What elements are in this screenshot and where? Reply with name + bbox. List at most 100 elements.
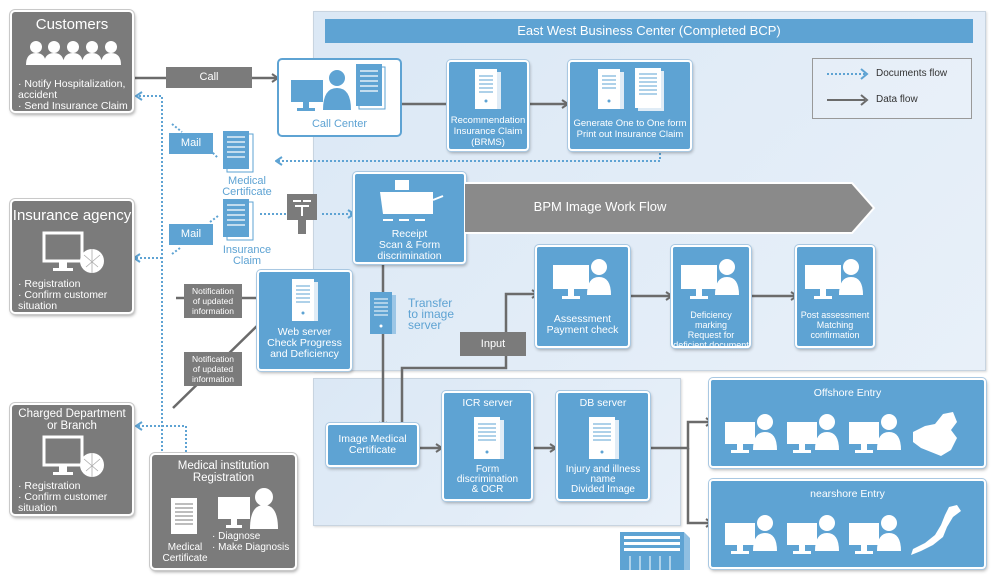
operator-icon xyxy=(552,259,611,299)
icr-line-1: Form xyxy=(475,464,500,475)
server-icon xyxy=(473,417,504,459)
building-icon xyxy=(620,532,690,570)
db-line-2: name xyxy=(590,474,616,485)
web-server-box[interactable]: Web server Check Progress and Deficiency xyxy=(257,270,352,371)
icr-server-box[interactable]: ICR server Form discrimination & OCR xyxy=(442,391,533,501)
receipt-scan-box[interactable]: Receipt Scan & Form discrimination xyxy=(353,172,466,264)
offshore-operators-icon xyxy=(725,412,957,456)
nearshore-entry-title: nearshore Entry xyxy=(810,488,885,500)
customers-box[interactable]: Customers · Notify Hospitalization, acci… xyxy=(10,10,134,113)
insurance-agency-bullet-2: · Confirm customer situation xyxy=(18,289,108,312)
server-icon xyxy=(475,69,501,109)
china-map-icon xyxy=(913,412,957,456)
generate-form-box[interactable]: Generate One to One form Print out Insur… xyxy=(568,60,692,151)
call-label: Call xyxy=(166,67,252,88)
medical-certificate-document-icon xyxy=(223,131,254,173)
assessment-line-1: Assessment xyxy=(553,313,612,325)
bpm-workflow-label: BPM Image Work Flow xyxy=(533,199,667,214)
post-assessment-line-2: Matching xyxy=(816,320,854,330)
charged-department-bullet-1: · Registration xyxy=(18,480,81,492)
icr-line-3: & OCR xyxy=(471,484,504,495)
image-medical-certificate-box[interactable]: Image Medical Certificate xyxy=(326,423,419,467)
customers-icon xyxy=(26,41,121,65)
db-server-title: DB server xyxy=(579,397,627,409)
server-icon xyxy=(291,279,318,321)
deficiency-line-3: deficient document xyxy=(673,340,749,350)
web-server-line-2: Check Progress xyxy=(267,337,342,349)
medical-institution-bullet-2: · Make Diagnosis xyxy=(212,542,290,553)
nearshore-operators-icon xyxy=(725,505,961,555)
recommendation-box[interactable]: Recommendation Insurance Claim (BRMS) xyxy=(447,60,529,151)
web-server-line-3: and Deficiency xyxy=(270,348,339,360)
image-medical-line-2: Certificate xyxy=(348,444,397,456)
post-assessment-box[interactable]: Post assessment Matching confirmation xyxy=(795,245,875,348)
web-server-line-1: Web server xyxy=(277,326,332,338)
recommendation-line-3: (BRMS) xyxy=(471,137,505,148)
legend-data-flow: Data flow xyxy=(876,94,918,105)
bpm-workflow-arrow xyxy=(464,182,876,234)
computer-globe-icon xyxy=(42,231,104,273)
image-medical-line-1: Image Medical xyxy=(338,433,407,445)
post-assessment-line-3: confirmation xyxy=(810,330,860,340)
mail-label-1: Mail xyxy=(169,133,213,154)
server-icon xyxy=(589,417,619,459)
insurance-agency-bullet-1: · Registration xyxy=(18,278,81,290)
assessment-line-2: Payment check xyxy=(546,324,619,336)
charged-department-bullet-2: · Confirm customer situation xyxy=(18,491,108,514)
operator-icon xyxy=(805,259,863,299)
post-assessment-line-1: Post assessment xyxy=(800,310,870,320)
recommendation-line-2: Insurance Claim xyxy=(453,126,523,137)
legend: Documents flow Data flow xyxy=(812,58,972,119)
japan-map-icon xyxy=(911,505,961,555)
call-center-label: Call Center xyxy=(311,118,368,130)
receipt-line-2: Scan & Form xyxy=(378,239,441,251)
medical-institution-bullet-1: · Diagnose xyxy=(212,531,261,542)
generate-line-2: Print out Insurance Claim xyxy=(576,129,684,140)
offshore-entry-box[interactable]: Offshore Entry xyxy=(709,378,986,468)
image-server-icon xyxy=(370,292,396,334)
operator-icon xyxy=(681,259,739,299)
legend-documents-flow: Documents flow xyxy=(876,68,948,79)
receipt-line-1: Receipt xyxy=(391,228,428,240)
db-line-1: Injury and illness xyxy=(565,464,641,475)
nearshore-entry-box[interactable]: nearshore Entry xyxy=(709,479,986,569)
insurance-agency-box[interactable]: Insurance agency · Registration · Confir… xyxy=(10,199,134,314)
insurance-claim-document-icon xyxy=(223,199,254,241)
call-center-box[interactable]: Call Center xyxy=(277,58,402,137)
customers-bullet-2: · Send Insurance Claim xyxy=(18,100,128,112)
deficiency-line-1: Deficiency marking xyxy=(690,310,732,330)
db-server-box[interactable]: DB server Injury and illness name Divide… xyxy=(556,391,650,501)
deficiency-line-2: Request for xyxy=(687,330,735,340)
scanner-icon xyxy=(379,180,443,221)
icr-line-2: discrimination xyxy=(456,474,519,485)
assessment-box[interactable]: Assessment Payment check xyxy=(535,245,630,348)
medical-certificate-document-icon xyxy=(171,498,197,534)
offshore-entry-title: Offshore Entry xyxy=(813,387,882,399)
business-center-title: East West Business Center (Completed BCP… xyxy=(325,19,973,43)
call-center-operator-icon xyxy=(291,70,351,111)
mail-label-2: Mail xyxy=(169,224,213,245)
deficiency-marking-box[interactable]: Deficiency marking Request for deficient… xyxy=(671,245,751,350)
receipt-line-3: discrimination xyxy=(377,250,442,262)
db-line-3: Divided Image xyxy=(571,484,635,495)
server-and-document-icon xyxy=(598,68,664,111)
insurance-agency-title: Insurance agency xyxy=(12,207,132,224)
call-center-document-icon xyxy=(356,64,386,110)
mailbox-icon xyxy=(287,194,317,234)
generate-line-1: Generate One to One form xyxy=(573,118,687,129)
customers-title: Customers xyxy=(35,16,109,33)
recommendation-line-1: Recommendation xyxy=(450,115,526,126)
customers-bullet-1: · Notify Hospitalization, accident xyxy=(18,78,126,101)
icr-server-title: ICR server xyxy=(462,397,513,409)
input-label: Input xyxy=(460,332,526,356)
